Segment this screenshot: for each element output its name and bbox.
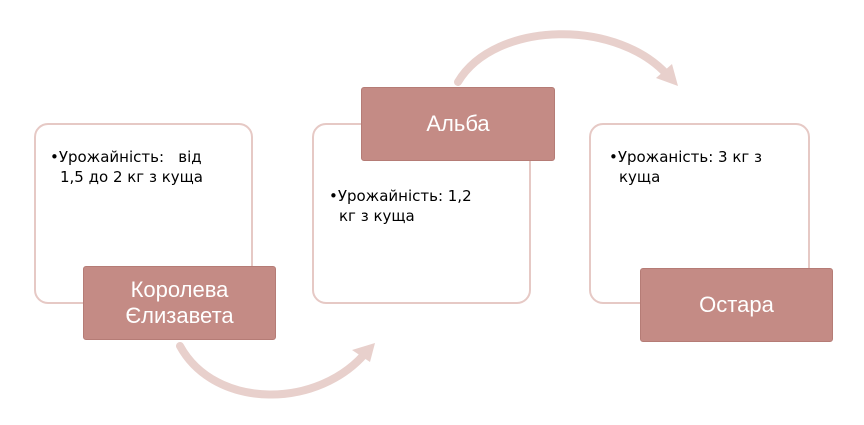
card-ostara-text: •Урожаність: 3 кг з куща [609,147,804,187]
detail-line: куща [619,168,661,186]
detail-line: 1,5 до 2 кг з куща [60,168,203,186]
label-ostara: Остара [640,268,833,342]
detail-line: кг з куща [339,207,415,225]
card-alba-text: •Урожайність: 1,2 кг з куща [329,186,524,226]
detail-line: •Урожайність: 1,2 [329,187,472,205]
arrow-2-to-3 [454,30,674,86]
label-koroleva-yelyzaveta: Королева Єлизавета [83,266,276,340]
arrow-1-to-2-head [352,343,375,362]
arrow-2-to-3-head [656,64,678,86]
card-koroleva-yelyzaveta-text: •Урожайність: від 1,5 до 2 кг з куща [50,147,245,187]
detail-line: •Урожайність: від [50,148,202,166]
arrow-1-to-2 [176,342,372,399]
label-alba: Альба [361,87,555,161]
detail-line: •Урожаність: 3 кг з [609,148,763,166]
